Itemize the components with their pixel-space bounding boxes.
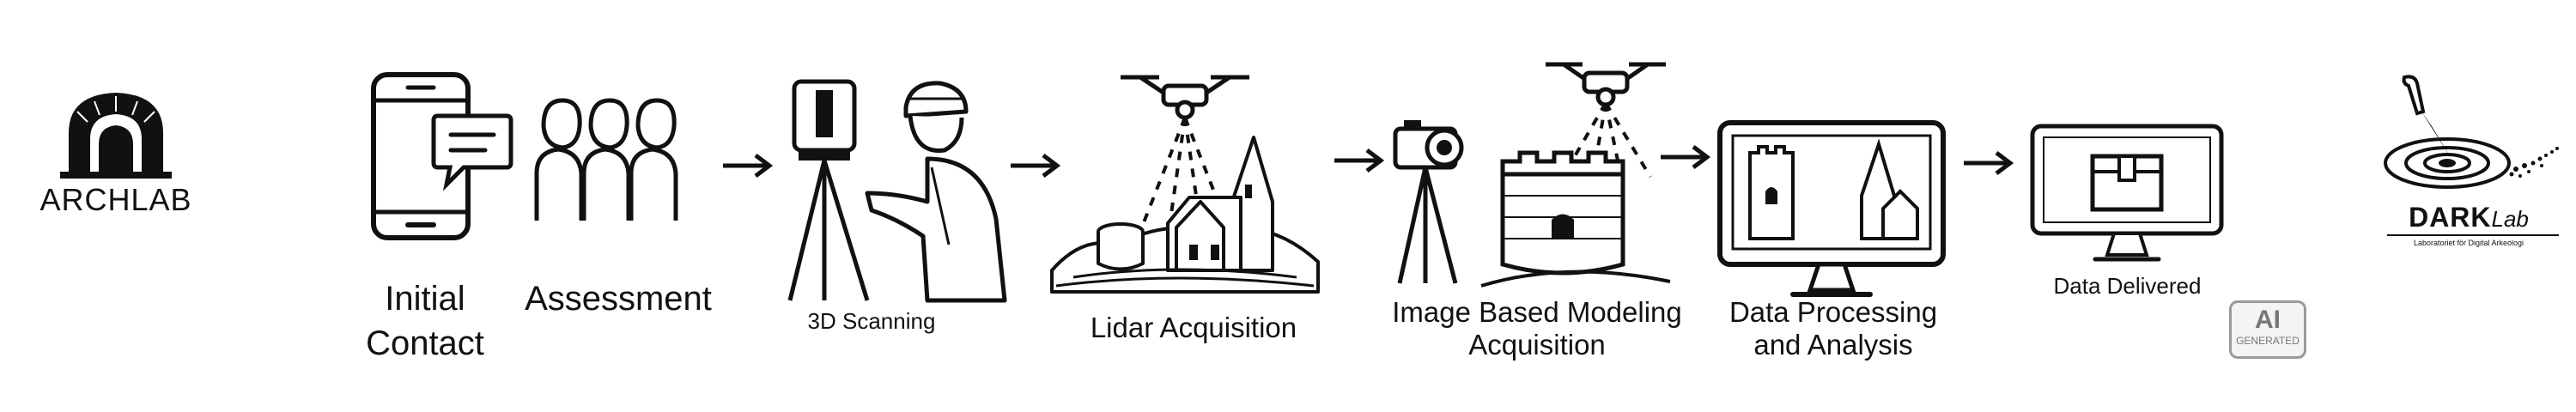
surveyor-icon <box>865 81 1007 303</box>
church-icon <box>1050 136 1320 294</box>
step-3d-scanning-label: 3D Scanning <box>807 308 936 334</box>
darklab-underline <box>2387 234 2559 236</box>
trowel-icon <box>2384 75 2559 189</box>
darklab-wordmark: DARKLab <box>2370 202 2567 233</box>
ai-badge-line2: GENERATED <box>2236 335 2300 347</box>
step-lidar-label: Lidar Acquisition <box>1090 312 1297 343</box>
chat-bubble-icon <box>431 113 513 191</box>
drone-icon <box>1546 62 1666 107</box>
arrow-right-icon <box>1334 148 1385 173</box>
arrow-right-icon <box>1964 151 2014 175</box>
tower-icon <box>1480 150 1671 288</box>
ai-badge-line1: AI <box>2255 306 2281 334</box>
arrow-right-icon <box>1011 154 1061 178</box>
darklab-wordmark-prefix: DARK <box>2409 202 2492 233</box>
step-image-modeling-label: Image Based Modeling Acquisition <box>1392 296 1682 360</box>
arrow-right-icon <box>1661 145 1711 169</box>
archlab-wordmark: ARCHLAB <box>39 182 192 217</box>
archlab-logo-arch-icon <box>60 93 172 179</box>
darklab-tagline: Laboratoriet för Digital Arkeologi <box>2413 239 2524 247</box>
step-delivered-label: Data Delivered <box>2053 273 2202 299</box>
monitor-icon <box>1717 120 1946 297</box>
darklab-logo: DARKLab Laboratoriet för Digital Arkeolo… <box>2370 73 2567 253</box>
step-assessment-label: Assessment <box>525 280 712 318</box>
3d-scanner-icon <box>787 79 870 301</box>
arrow-right-icon <box>723 154 774 178</box>
drone-icon <box>1121 75 1249 120</box>
camera-tripod-icon <box>1393 120 1464 284</box>
people-group-icon <box>534 98 678 221</box>
step-initial-contact-label: Initial Contact <box>366 280 484 362</box>
darklab-wordmark-suffix: Lab <box>2491 206 2529 232</box>
package-box-icon <box>2090 154 2164 212</box>
archlab-logo: ARCHLAB <box>26 86 206 223</box>
step-processing-label: Data Processing and Analysis <box>1728 296 1938 360</box>
ai-generated-badge: AI GENERATED <box>2229 300 2306 359</box>
